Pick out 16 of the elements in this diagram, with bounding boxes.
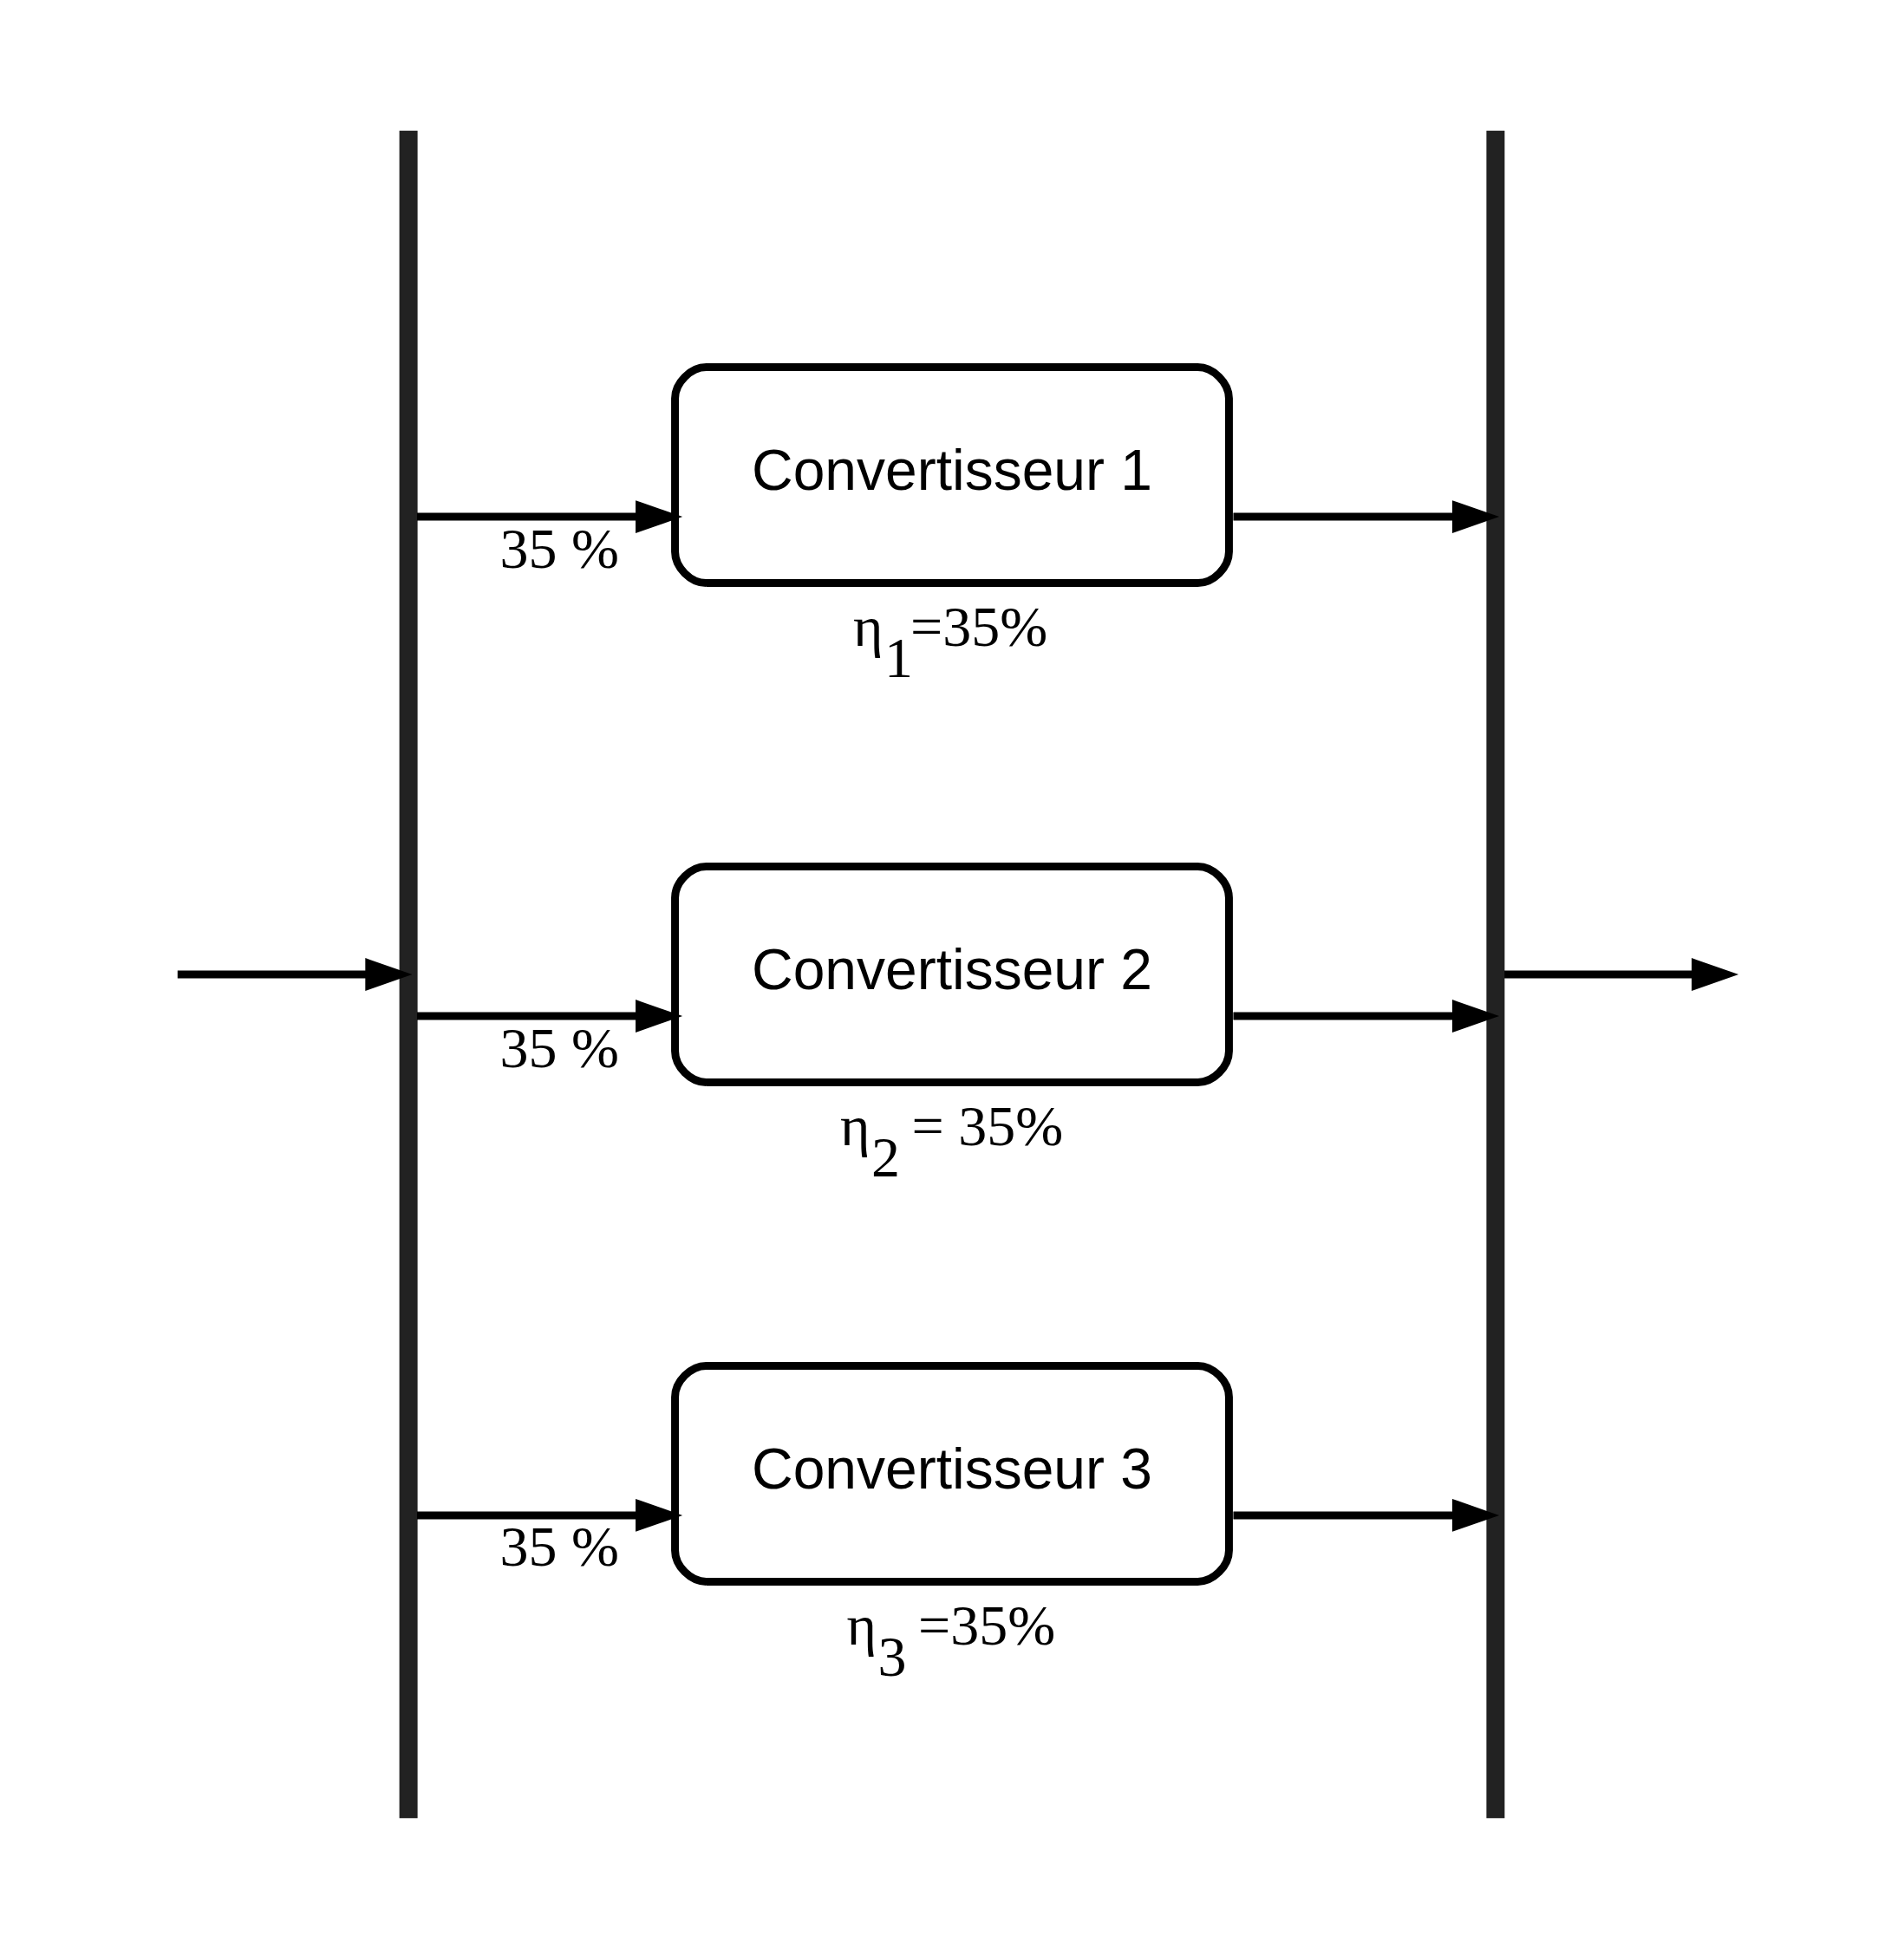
arrow xyxy=(1504,957,1739,991)
node-box: Convertisseur 1 xyxy=(671,362,1233,587)
arrow xyxy=(1233,499,1500,533)
node-bar xyxy=(1486,130,1505,1818)
arrow xyxy=(416,499,683,533)
edge-label: 35 % xyxy=(499,516,619,580)
arrow xyxy=(1233,999,1500,1033)
arrow xyxy=(1233,1498,1500,1532)
arrow xyxy=(177,957,413,991)
edge-label: 35 % xyxy=(499,1015,619,1079)
arrow xyxy=(416,1498,683,1532)
node-box: Convertisseur 3 xyxy=(671,1361,1233,1586)
edge-label: 35 % xyxy=(499,1514,619,1578)
node-box: Convertisseur 2 xyxy=(671,862,1233,1086)
node-bar xyxy=(399,130,418,1818)
arrow xyxy=(416,999,683,1033)
